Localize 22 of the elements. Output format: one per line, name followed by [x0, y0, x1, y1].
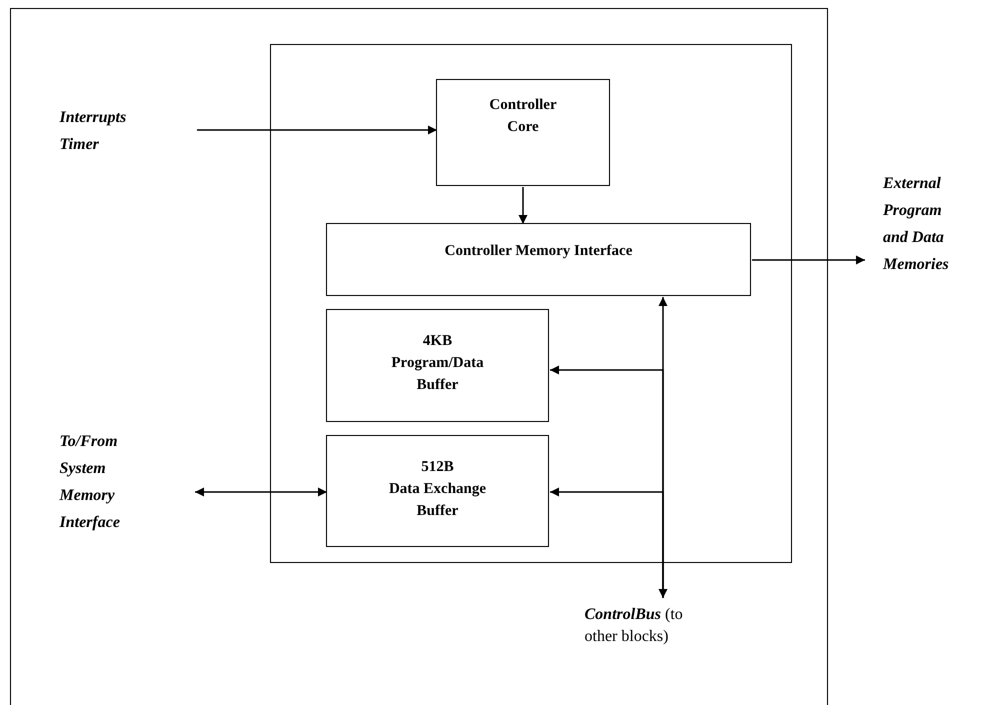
arrow	[752, 256, 865, 264]
bus-label: ControlBus (to other blocks)	[584, 604, 684, 646]
signal-label: External Program and Data Memories	[883, 174, 950, 275]
block-label: Data Exchange Buffer	[388, 480, 488, 521]
arrow	[518, 187, 528, 224]
process-box	[436, 79, 610, 186]
block-label: Program/Data Buffer	[390, 354, 485, 395]
block-label: Controller Core	[488, 96, 558, 137]
buffer-box	[326, 435, 549, 547]
inner-block-frame	[270, 44, 792, 562]
arrow	[195, 488, 327, 496]
block-size-label: 4KB	[422, 332, 454, 351]
process-box	[326, 223, 751, 296]
arrow	[550, 488, 664, 598]
arrow	[658, 297, 668, 598]
signal-label: To/From System Memory Interface	[60, 432, 121, 532]
block-label: Controller Memory Interface	[444, 242, 634, 261]
signal-label: Interrupts Timer	[60, 108, 128, 154]
block-size-label: 512B	[420, 458, 455, 477]
arrow	[197, 126, 437, 134]
outer-block-frame	[10, 8, 828, 705]
buffer-box	[326, 309, 549, 422]
